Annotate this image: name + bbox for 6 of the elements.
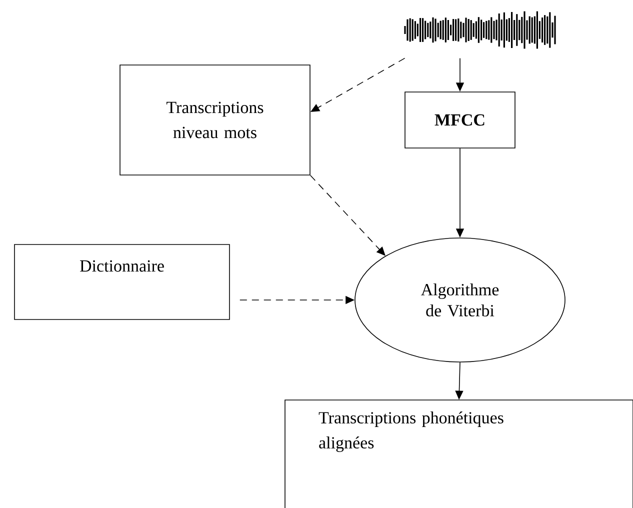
process-box: Transcriptions niveau mots: [120, 64, 310, 176]
process-box: MFCC: [404, 92, 516, 148]
process-box: Dictionnaire: [14, 244, 230, 320]
output-box: Transcriptions phonétiques alignées: [284, 400, 633, 508]
arrow: [310, 175, 386, 256]
waveform-drawing: [404, 11, 556, 49]
